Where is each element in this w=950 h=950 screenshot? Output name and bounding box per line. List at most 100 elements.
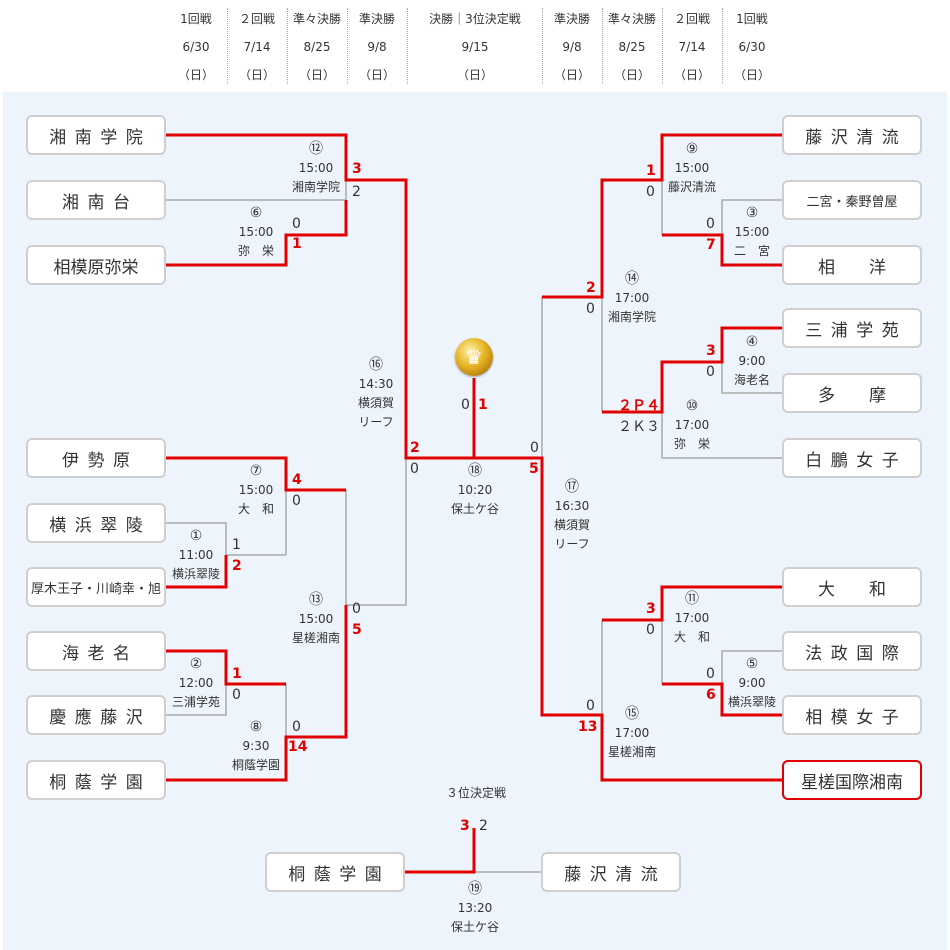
team-yokohama-suiryo: 横浜翠陵 <box>26 503 166 543</box>
score: 0 <box>352 601 361 617</box>
score: 1 <box>232 537 241 553</box>
score: 0 <box>586 301 595 317</box>
win-l4 <box>166 456 346 492</box>
score: 3 <box>352 161 362 177</box>
score: 0 <box>232 687 241 703</box>
score: 1 <box>478 397 488 413</box>
score: 2 <box>232 558 242 574</box>
score: 13 <box>578 719 598 735</box>
score: 0 <box>292 719 301 735</box>
crown-icon: ♛ <box>455 338 493 376</box>
score: 0 <box>530 440 539 456</box>
score: 2 <box>586 280 596 296</box>
team-tama: 多 摩 <box>782 373 922 413</box>
score: 6 <box>706 687 716 703</box>
score: 0 <box>706 216 715 232</box>
third-place-team-fujisawa-seiryu: 藤沢清流 <box>541 852 681 892</box>
team-hosei-kokusai: 法政国際 <box>782 631 922 671</box>
score: 3 <box>460 818 470 834</box>
win-l7 <box>166 649 286 686</box>
team-hakuho-joshi: 白鵬女子 <box>782 438 922 478</box>
win-t1 <box>405 828 476 874</box>
score: 0 <box>706 364 715 380</box>
line-r8 <box>721 650 784 684</box>
score: 5 <box>529 461 539 477</box>
score: 0 <box>461 397 470 413</box>
winner-lines <box>166 133 784 874</box>
team-miura-gakuen: 三浦学苑 <box>782 308 922 348</box>
team-isehara: 伊勢原 <box>26 438 166 478</box>
win-r1 <box>542 133 784 299</box>
score: 0 <box>292 216 301 232</box>
line-r5 <box>721 362 784 394</box>
team-toin-gakuen: 桐蔭学園 <box>26 760 166 800</box>
win-r9 <box>662 682 784 717</box>
team-sagami-joshi: 相模女子 <box>782 695 922 735</box>
win-r4 <box>602 326 784 414</box>
line-l5 <box>166 522 286 556</box>
win-l9 <box>166 605 348 782</box>
score: 1 <box>646 163 656 179</box>
score: 3 <box>646 601 656 617</box>
score: ２Ｋ３ <box>618 419 660 435</box>
win-r7 <box>602 585 784 622</box>
team-fujisawa-seiryu: 藤沢清流 <box>782 115 922 155</box>
team-yamato: 大 和 <box>782 567 922 607</box>
team-shonandai: 湘南台 <box>26 180 166 220</box>
team-shonan-gakuin: 湘南学院 <box>26 115 166 155</box>
score: 0 <box>410 461 419 477</box>
win-r3 <box>662 233 784 267</box>
team-ebina: 海老名 <box>26 631 166 671</box>
score: 0 <box>292 493 301 509</box>
score: 2 <box>410 440 420 456</box>
team-ninomiya-hadano-soya: 二宮・秦野曽屋 <box>782 180 922 220</box>
score: 0 <box>586 698 595 714</box>
score: 2 <box>352 184 361 200</box>
score: 0 <box>646 184 655 200</box>
team-keio-fujisawa: 慶應藤沢 <box>26 695 166 735</box>
third-place-label: ３位決定戦 <box>445 786 507 800</box>
score: 0 <box>646 622 655 638</box>
team-sagamihara-yaei: 相模原弥栄 <box>26 245 166 285</box>
line-t2 <box>473 828 541 873</box>
score: 7 <box>706 237 716 253</box>
score: 3 <box>706 343 716 359</box>
score: ２Ｐ４ <box>618 398 660 414</box>
line-g13-out <box>346 458 407 606</box>
score: 4 <box>292 472 302 488</box>
team-atsugi-oji-combined: 厚木王子・川崎幸・旭 <box>26 567 166 607</box>
score: 1 <box>292 236 302 252</box>
win-l3 <box>166 200 348 267</box>
line-l8 <box>166 684 227 716</box>
win-r10 <box>474 456 784 782</box>
line-r2 <box>721 199 784 235</box>
score: 14 <box>288 739 308 755</box>
score: 1 <box>232 666 242 682</box>
